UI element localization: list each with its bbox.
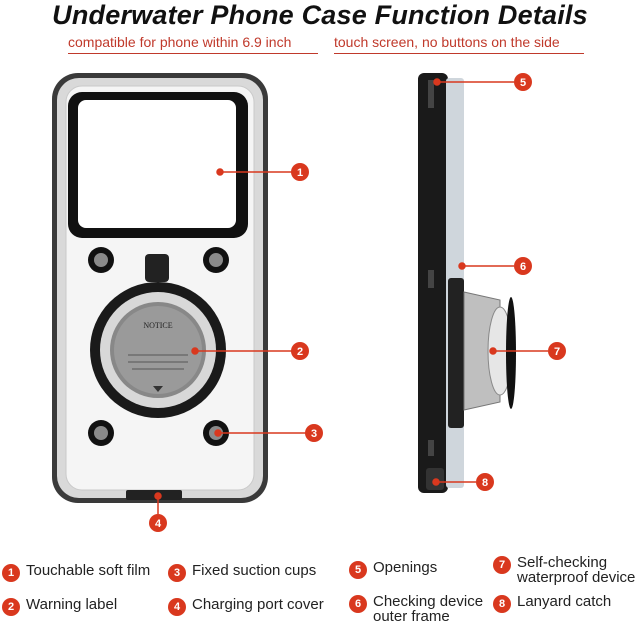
callout-badge-8: 8 (476, 473, 494, 491)
legend-item-6: 6 Checking device outer frame (349, 594, 489, 624)
callout-badge-4: 4 (149, 514, 167, 532)
arrow-down-icon (153, 386, 163, 392)
legend-item-8: 8 Lanyard catch (493, 594, 611, 613)
svg-text:8: 8 (482, 477, 488, 489)
suction-cup-bottom-left (88, 420, 114, 446)
case-side-view (418, 73, 516, 493)
svg-text:6: 6 (520, 261, 526, 273)
legend-item-5: 5 Openings (349, 560, 437, 579)
charging-port-cover (126, 490, 182, 500)
svg-text:2: 2 (297, 346, 303, 358)
callout-badge-1: 1 (291, 163, 309, 181)
page-title: Underwater Phone Case Function Details (52, 0, 588, 30)
ring-hinge (145, 254, 169, 282)
subtitle-touch-screen: touch screen, no buttons on the side (334, 34, 560, 50)
svg-text:1: 1 (297, 167, 303, 179)
legend-item-1: 1 Touchable soft film (2, 563, 150, 582)
legend-item-4: 4 Charging port cover (168, 597, 324, 616)
callout-lines (154, 78, 548, 514)
suction-knob (506, 297, 516, 409)
side-opening (428, 80, 434, 108)
svg-text:7: 7 (554, 346, 560, 358)
product-illustration: NOTICE 1 2 3 4 5 6 7 8 (52, 73, 566, 532)
svg-text:4: 4 (155, 518, 162, 530)
legend-item-3: 3 Fixed suction cups (168, 563, 316, 582)
subtitle-underline-right (334, 53, 584, 54)
callout-badge-6: 6 (514, 257, 532, 275)
callout-badge-3: 3 (305, 424, 323, 442)
suction-cup-top-left (88, 247, 114, 273)
checking-device-outer-frame (448, 278, 464, 428)
legend-item-2: 2 Warning label (2, 597, 117, 616)
callout-badge-5: 5 (514, 73, 532, 91)
subtitle-underline-left (68, 53, 318, 54)
suction-cup-top-right (203, 247, 229, 273)
svg-text:3: 3 (311, 428, 317, 440)
callout-badge-7: 7 (548, 342, 566, 360)
touchable-soft-film (78, 100, 236, 228)
svg-text:5: 5 (520, 77, 526, 89)
subtitle-compatibility: compatible for phone within 6.9 inch (68, 34, 292, 50)
legend-item-7: 7 Self-checking waterproof device (493, 555, 638, 585)
case-front-view: NOTICE (52, 73, 268, 503)
notice-text: NOTICE (143, 321, 172, 330)
callout-badge-2: 2 (291, 342, 309, 360)
